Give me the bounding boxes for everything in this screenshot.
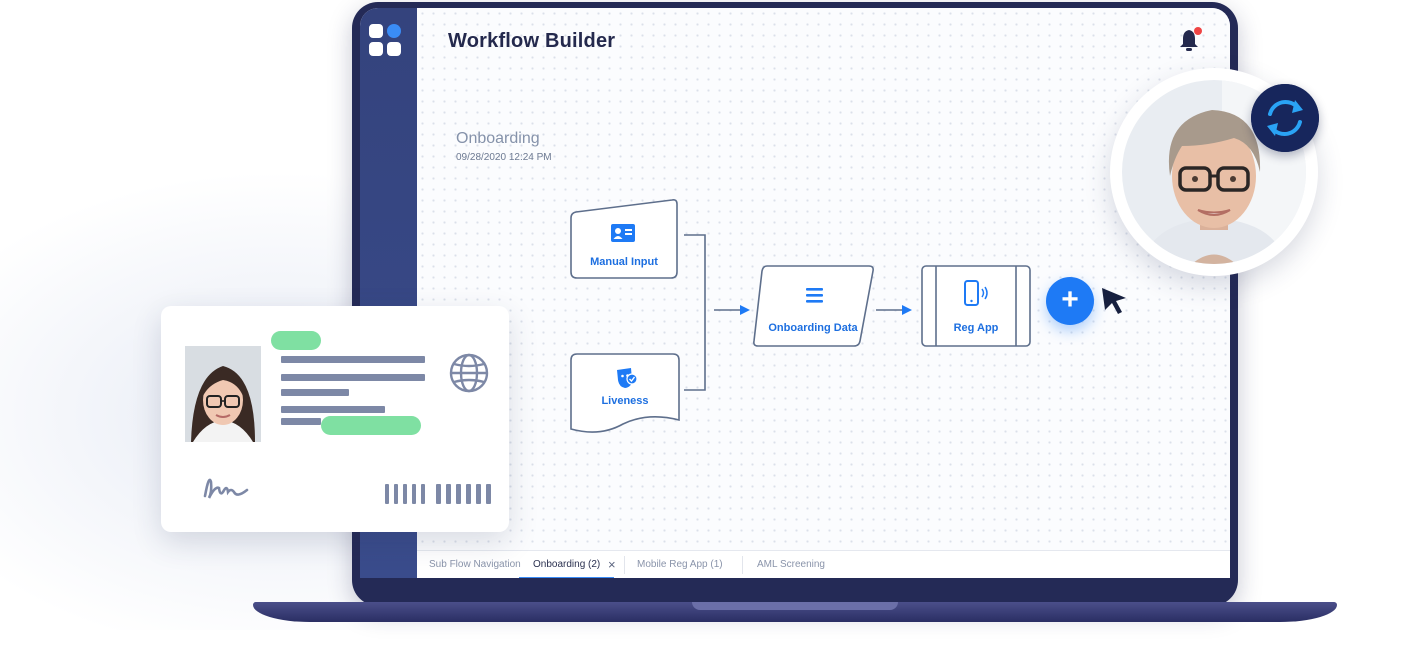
subflow-tab-bar: Sub Flow Navigation Onboarding (2) × Mob… bbox=[417, 550, 1230, 578]
manual-input-label: Manual Input bbox=[590, 256, 658, 268]
onboarding-data-label: Onboarding Data bbox=[768, 322, 858, 334]
onboarding-data-node bbox=[753, 265, 874, 347]
laptop-base bbox=[253, 602, 1337, 622]
close-icon[interactable]: × bbox=[608, 557, 616, 572]
signature-icon bbox=[203, 478, 249, 499]
reg-app-label: Reg App bbox=[953, 322, 999, 334]
cursor-arrow-icon bbox=[1102, 288, 1126, 314]
list-icon bbox=[806, 288, 823, 303]
tab-divider bbox=[742, 556, 743, 574]
id-document-card bbox=[161, 306, 509, 532]
id-card-icon bbox=[611, 224, 635, 242]
id-text-lines bbox=[271, 331, 425, 435]
reg-app-node bbox=[921, 265, 1031, 347]
tab-mobile-reg-app[interactable]: Mobile Reg App (1) bbox=[637, 559, 723, 570]
workflow-diagram bbox=[570, 199, 1031, 433]
face-check-icon bbox=[617, 368, 638, 388]
notification-dot bbox=[1194, 27, 1202, 35]
laptop-notch bbox=[692, 602, 898, 610]
globe-icon bbox=[449, 353, 489, 393]
tab-divider bbox=[624, 556, 625, 574]
liveness-label: Liveness bbox=[601, 395, 649, 407]
bell-icon[interactable] bbox=[1178, 26, 1204, 54]
id-photo bbox=[185, 346, 261, 442]
page-title: Workflow Builder bbox=[448, 30, 616, 52]
tab-sub-flow-navigation[interactable]: Sub Flow Navigation bbox=[429, 559, 521, 570]
tab-aml-screening[interactable]: AML Screening bbox=[757, 559, 825, 570]
connector-merge bbox=[684, 234, 706, 391]
sync-icon[interactable] bbox=[1251, 84, 1319, 152]
app-grid-logo-icon[interactable] bbox=[369, 24, 403, 58]
tab-onboarding[interactable]: Onboarding (2) bbox=[519, 551, 615, 578]
flow-timestamp: 09/28/2020 12:24 PM bbox=[456, 152, 552, 163]
smartphone-icon bbox=[964, 280, 988, 306]
add-node-button[interactable]: + bbox=[1046, 277, 1094, 325]
flow-name: Onboarding bbox=[456, 130, 540, 147]
liveness-node bbox=[570, 353, 680, 433]
barcode-icon bbox=[385, 484, 491, 504]
